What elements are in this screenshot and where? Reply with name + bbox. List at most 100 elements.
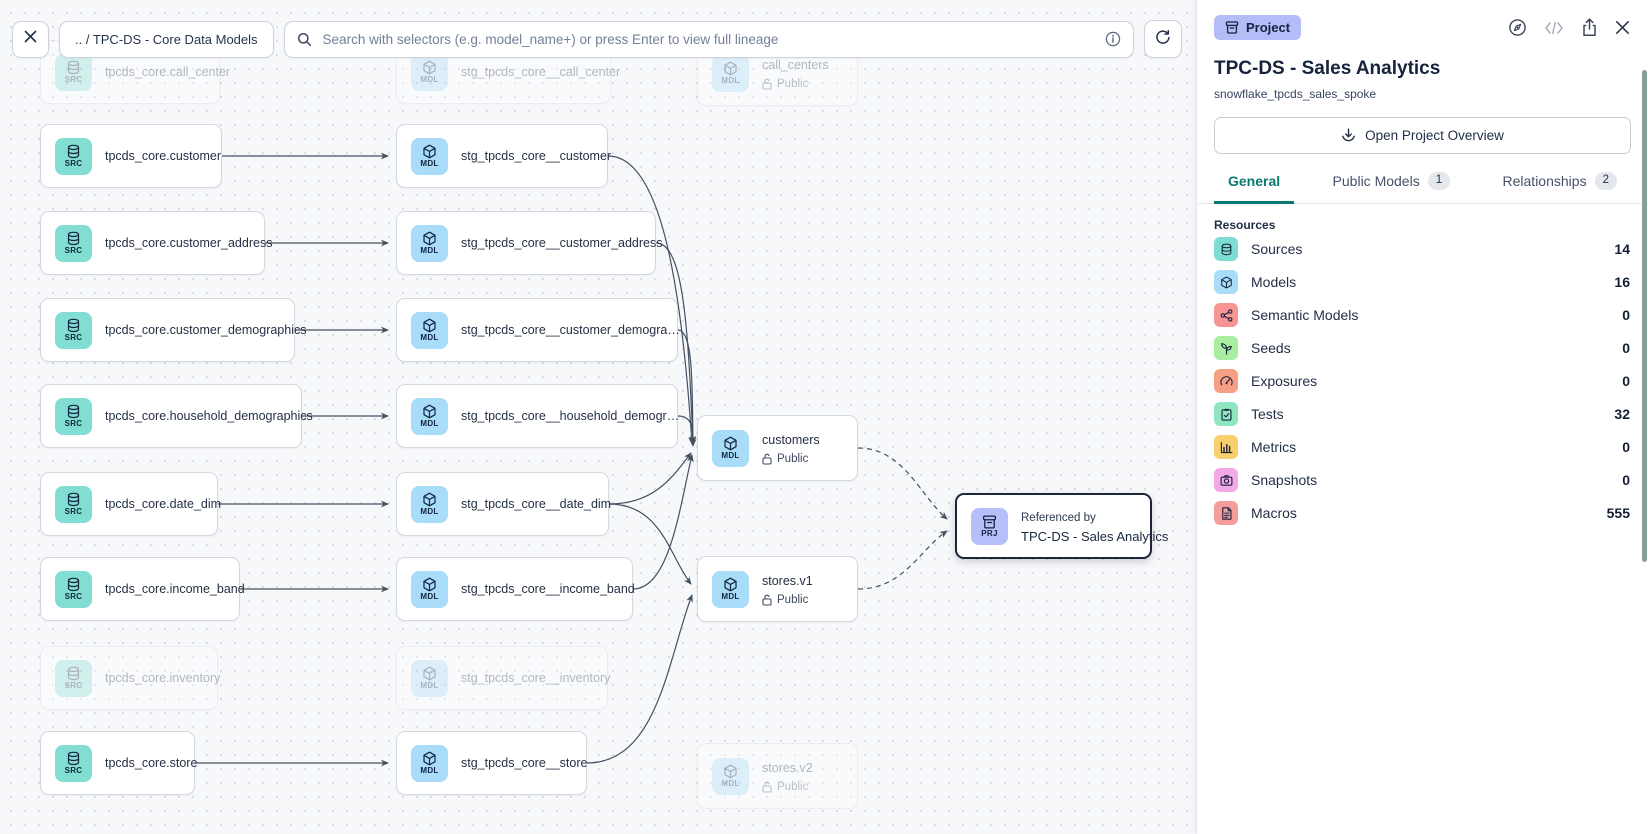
node-label: tpcds_core.date_dim: [105, 497, 222, 511]
lineage-edge: [677, 415, 697, 447]
src-node-icon: SRC: [55, 570, 92, 608]
panel-header: Project: [1197, 0, 1648, 50]
overview-icon: [1341, 128, 1356, 143]
project-subtitle: snowflake_tpcds_sales_spoke: [1214, 87, 1377, 101]
camera-icon: [1214, 468, 1238, 493]
resource-label: Sources: [1251, 241, 1303, 258]
info-icon[interactable]: [1105, 31, 1121, 47]
node-label: stg_tpcds_core__customer_demogra…: [461, 323, 680, 337]
resource-count: 555: [1606, 505, 1630, 522]
node-label: stg_tpcds_core__inventory: [461, 671, 611, 685]
resource-label: Macros: [1251, 505, 1297, 522]
share-nodes-icon: [1214, 303, 1238, 328]
lineage-node-stg-tpcds-core-household-demogr-[interactable]: MDL stg_tpcds_core__household_demogr…: [396, 384, 680, 448]
resource-count: 32: [1614, 406, 1630, 423]
mdl-node-icon: MDL: [411, 397, 448, 435]
node-label: tpcds_core.income_band: [105, 582, 245, 596]
referenced-by-label: Referenced by: [1021, 512, 1096, 524]
panel-actions: [1508, 18, 1630, 37]
resource-count: 16: [1614, 274, 1630, 291]
close-lineage-button[interactable]: [12, 20, 49, 58]
panel-scrollbar-thumb[interactable]: [1642, 70, 1647, 562]
mdl-node-icon: MDL: [411, 311, 448, 349]
lineage-edge: [632, 454, 694, 590]
public-access-badge: Public: [762, 594, 813, 606]
node-label: stg_tpcds_core__date_dim: [461, 497, 612, 511]
code-icon[interactable]: [1544, 21, 1564, 35]
lineage-node-stg-tpcds-core-customer-address[interactable]: MDL stg_tpcds_core__customer_address: [396, 211, 663, 275]
search-input[interactable]: [320, 30, 1096, 48]
resource-label: Seeds: [1251, 340, 1291, 357]
refresh-icon: [1155, 29, 1171, 50]
breadcrumb-label: .. / TPC-DS - Core Data Models: [75, 31, 258, 47]
resource-label: Tests: [1251, 406, 1284, 423]
node-label: stg_tpcds_core__call_center: [461, 65, 621, 79]
explore-compass-icon[interactable]: [1508, 18, 1527, 37]
node-label: stg_tpcds_core__customer_address: [461, 236, 663, 250]
document-icon: [1214, 501, 1238, 526]
node-label: stg_tpcds_core__household_demogr…: [461, 409, 680, 423]
resource-label: Exposures: [1251, 373, 1318, 390]
mdl-node-icon: MDL: [712, 757, 749, 795]
tab-public-models[interactable]: Public Models 1: [1319, 172, 1465, 204]
tab-relationships[interactable]: Relationships 2: [1489, 172, 1631, 204]
resource-label: Semantic Models: [1251, 307, 1359, 324]
share-icon[interactable]: [1581, 18, 1598, 37]
unlock-icon: [762, 594, 772, 606]
resource-count: 0: [1622, 472, 1630, 489]
seedling-icon: [1214, 336, 1238, 361]
mdl-node-icon: MDL: [411, 224, 448, 262]
public-access-badge: Public: [762, 781, 813, 793]
node-label: stg_tpcds_core__customer: [461, 149, 612, 163]
resource-row-exposures[interactable]: Exposures 0: [1214, 366, 1630, 397]
open-project-overview-button[interactable]: Open Project Overview: [1214, 117, 1631, 154]
node-label: tpcds_core.customer_demographics: [105, 323, 307, 337]
public-access-badge: Public: [762, 78, 829, 90]
lineage-edge: [677, 329, 697, 445]
mdl-node-icon: MDL: [712, 429, 749, 467]
lineage-node-tpcds-core.income-band[interactable]: SRC tpcds_core.income_band: [40, 557, 245, 621]
lineage-search-bar[interactable]: [283, 20, 1134, 58]
resource-row-tests[interactable]: Tests 32: [1214, 399, 1630, 430]
tab-general[interactable]: General: [1214, 172, 1295, 204]
resource-type-badge: Project: [1214, 15, 1302, 40]
breadcrumb[interactable]: .. / TPC-DS - Core Data Models: [59, 20, 274, 58]
mdl-node-icon: MDL: [411, 744, 448, 782]
resource-count: 0: [1622, 373, 1630, 390]
database-icon: [1214, 237, 1238, 262]
resource-row-macros[interactable]: Macros 555: [1214, 498, 1630, 529]
unlock-icon: [762, 453, 772, 465]
gauge-icon: [1214, 369, 1238, 394]
node-label: stg_tpcds_core__income_band: [461, 582, 635, 596]
public-models-count-badge: 1: [1427, 172, 1451, 190]
refresh-lineage-button[interactable]: [1144, 20, 1182, 58]
lineage-node-stg-tpcds-core-customer-demogra-[interactable]: MDL stg_tpcds_core__customer_demogra…: [396, 298, 680, 362]
src-node-icon: SRC: [55, 224, 92, 262]
close-panel-icon[interactable]: [1615, 20, 1630, 35]
node-label: stores.v1: [762, 574, 813, 588]
